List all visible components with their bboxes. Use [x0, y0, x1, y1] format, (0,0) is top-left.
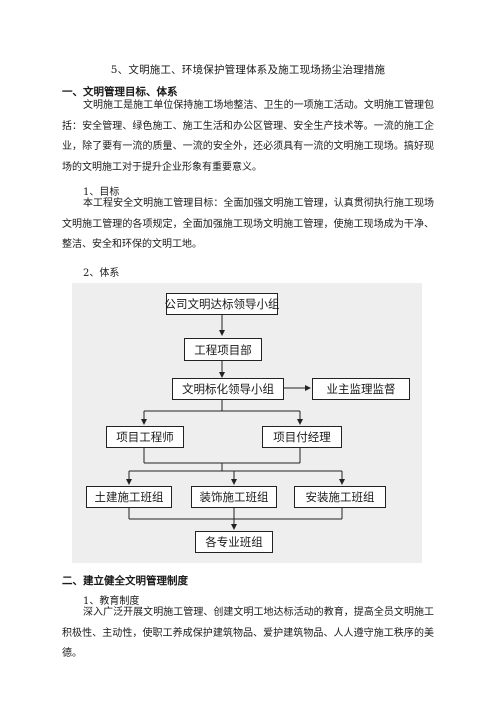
- org-node-project-engineer: 项目工程师: [106, 426, 184, 448]
- goal-item-label: 1、目标: [83, 187, 120, 198]
- org-node-supervision: 业主监理监督: [312, 378, 410, 400]
- section1-heading: 一、文明管理目标、体系: [62, 86, 178, 98]
- org-node-specialty-teams: 各专业班组: [195, 531, 273, 553]
- system-item-label: 2、体系: [83, 268, 120, 279]
- org-chart-connectors: [126, 315, 345, 530]
- org-node-company-leadership: 公司文明达标领导小组: [165, 293, 280, 315]
- document-title: 5、文明施工、环境保护管理体系及施工现场扬尘治理措施: [110, 64, 386, 76]
- org-node-deputy-manager: 项目付经理: [262, 426, 342, 448]
- section1-intro-paragraph: 文明施工是施工单位保持施工场地整洁、卫生的一项施工活动。文明施工管理包括：安全管…: [62, 100, 434, 173]
- goal-paragraph: 本工程安全文明施工管理目标：全面加强文明施工管理，认真贯彻执行施工现场文明施工管…: [62, 198, 434, 250]
- section2-heading: 二、建立健全文明管理制度: [62, 575, 188, 587]
- org-chart: 公司文明达标领导小组 工程项目部 文明标化领导小组 业主监理监督 项目工程师 项…: [72, 283, 422, 563]
- org-node-civil-leadership: 文明标化领导小组: [172, 378, 284, 400]
- education-item-label: 1、教育制度: [83, 596, 140, 607]
- org-node-decoration-team: 装饰施工班组: [191, 486, 277, 508]
- org-node-project-dept: 工程项目部: [184, 338, 262, 361]
- education-paragraph: 深入广泛开展文明施工管理、创建文明工地达标活动的教育，提高全员文明施工积极性、主…: [62, 607, 434, 659]
- org-node-installation-team: 安装施工班组: [294, 486, 386, 508]
- org-node-civil-team: 土建施工班组: [86, 486, 172, 508]
